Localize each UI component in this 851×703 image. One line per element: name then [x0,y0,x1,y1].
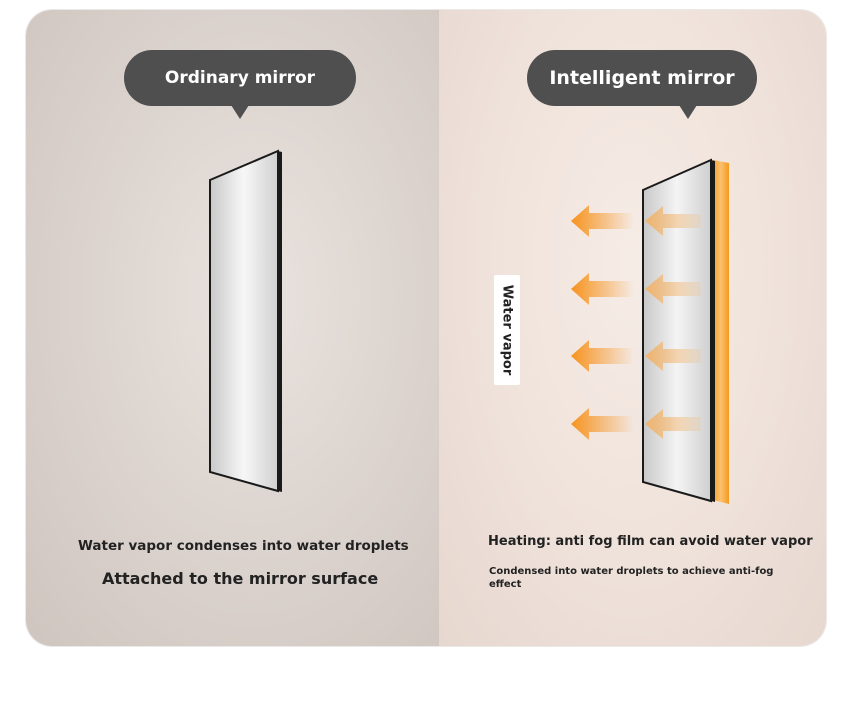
intelligent-caption-line1: Heating: anti fog film can avoid water v… [488,534,813,549]
mirror-glass [642,158,712,503]
left-arrow-icon [645,206,701,439]
mirror-glass [209,149,279,493]
intelligent-mirror-icon [571,158,729,504]
water-vapor-label: Water vapor [499,284,515,376]
mirror-frame-edge [711,160,715,502]
heating-film [713,160,729,504]
water-vapor-label-box: Water vapor [494,275,520,385]
ordinary-mirror-title: Ordinary mirror [124,50,356,119]
intelligent-caption-line2: Condensed into water droplets to achieve… [489,566,774,590]
mirror-frame-edge [278,151,282,492]
intelligent-mirror-panel: Intelligent mirror [439,10,826,646]
ordinary-caption-line1: Water vapor condenses into water droplet… [78,538,409,554]
intelligent-mirror-title: Intelligent mirror [527,50,757,119]
ordinary-mirror-panel: Ordinary mirror Water vapor condenses in… [26,10,439,646]
ordinary-mirror-icon [209,149,282,493]
left-arrow-icon [571,205,634,440]
comparison-card: Ordinary mirror Water vapor condenses in… [26,10,826,646]
ordinary-caption-line2: Attached to the mirror surface [102,569,379,588]
